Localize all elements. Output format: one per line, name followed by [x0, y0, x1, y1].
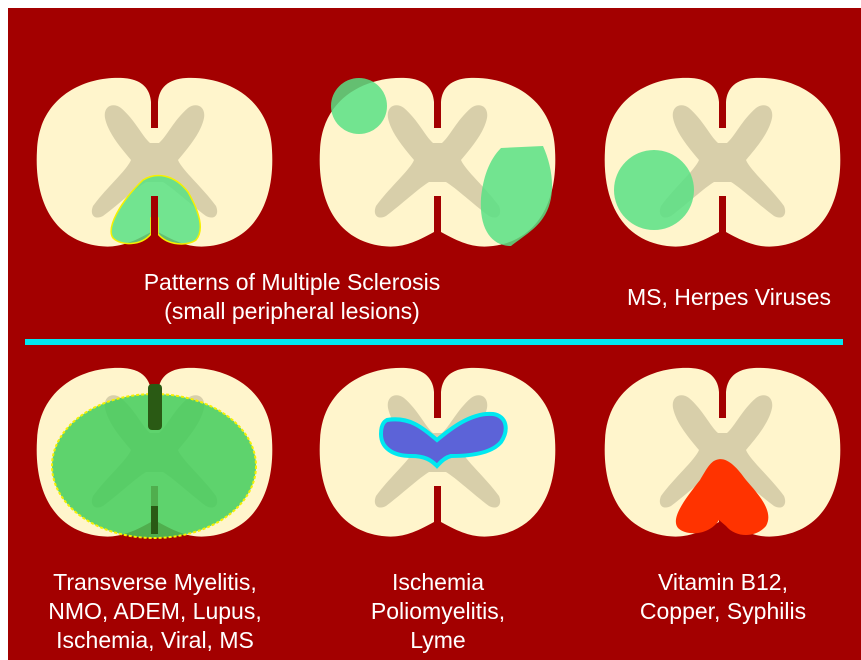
caption-line: Lyme	[338, 626, 538, 655]
caption-line: Copper, Syphilis	[613, 597, 833, 626]
ventral-fissure	[151, 196, 158, 246]
caption-line: MS, Herpes Viruses	[598, 283, 860, 312]
cord-panel-ms-peripheral	[321, 78, 555, 248]
caption-line: Patterns of Multiple Sclerosis	[92, 268, 492, 297]
figure-canvas: Patterns of Multiple Sclerosis (small pe…	[8, 8, 861, 660]
caption-line: NMO, ADEM, Lupus,	[30, 597, 280, 626]
caption-line: Ischemia	[338, 568, 538, 597]
lateral-lesion	[614, 150, 694, 230]
cord-panel-ischemia	[321, 368, 555, 538]
caption-ms-patterns: Patterns of Multiple Sclerosis (small pe…	[92, 268, 492, 326]
caption-line: Vitamin B12,	[613, 568, 833, 597]
caption-transverse: Transverse Myelitis, NMO, ADEM, Lupus, I…	[30, 568, 280, 655]
caption-line: (small peripheral lesions)	[92, 297, 492, 326]
row-divider	[25, 339, 843, 345]
peripheral-lesion-lateral	[481, 146, 552, 246]
caption-ischemia: Ischemia Poliomyelitis, Lyme	[338, 568, 538, 655]
caption-ms-herpes: MS, Herpes Viruses	[598, 283, 860, 312]
cord-panel-ms-herpes	[606, 78, 840, 248]
dorsal-septum	[148, 384, 162, 430]
cord-panel-transverse	[38, 368, 272, 538]
caption-line: Poliomyelitis,	[338, 597, 538, 626]
caption-line: Transverse Myelitis,	[30, 568, 280, 597]
cord-panel-ms-dorsal	[38, 78, 272, 248]
caption-line: Ischemia, Viral, MS	[30, 626, 280, 655]
caption-b12: Vitamin B12, Copper, Syphilis	[613, 568, 833, 626]
ventral-fissure	[151, 506, 158, 534]
cord-panel-b12	[606, 368, 840, 538]
peripheral-lesion-dorsal	[331, 78, 387, 134]
